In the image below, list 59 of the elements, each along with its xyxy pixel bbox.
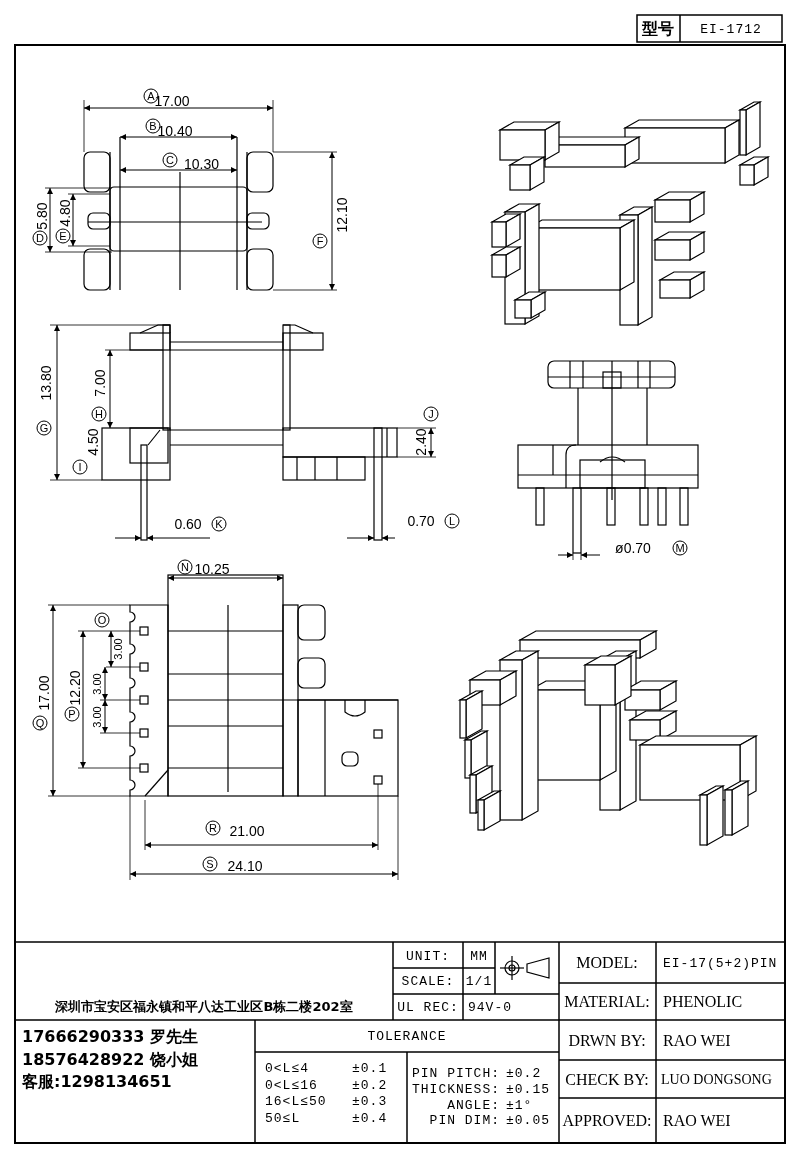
tolerance-value: ±0.2: [352, 1077, 388, 1093]
title-block-value: LUO DONGSONG: [661, 1072, 772, 1088]
dimension-value: 10.25: [194, 561, 230, 577]
title-block-label: 型号: [642, 18, 674, 40]
title-block-label: DRWN BY:: [568, 1032, 646, 1050]
dimension-value: 17.00: [154, 93, 190, 109]
tolerance-range: ANGLE:: [447, 1097, 500, 1113]
dimension-value: 24.10: [227, 858, 263, 874]
title-block-value: EI-17(5+2)PIN: [663, 955, 778, 971]
dimension-value: ø0.70: [615, 540, 651, 556]
tolerance-range: 16<L≤50: [265, 1093, 327, 1109]
dimension-value: 0.70: [407, 513, 435, 529]
dimension-value: 12.20: [67, 670, 83, 706]
tolerance-value: ±1°: [506, 1097, 533, 1113]
title-block-label: APPROVED:: [562, 1112, 652, 1130]
dimension-value: 0.60: [174, 516, 202, 532]
title-block-label: UL REC:: [397, 999, 459, 1015]
dimension-value: 4.80: [57, 199, 73, 227]
dimension-value: 3.00: [112, 638, 124, 660]
dimension-value: 3.00: [91, 706, 103, 728]
dimension-value: 21.00: [229, 823, 265, 839]
tolerance-range: PIN DIM:: [429, 1112, 500, 1128]
title-block-value: 94V-0: [468, 999, 512, 1015]
title-block-value: 1/1: [465, 973, 493, 989]
company-address: 深圳市宝安区福永镇和平八达工业区B栋二楼202室: [55, 998, 353, 1016]
tolerance-value: ±0.1: [352, 1060, 388, 1076]
tolerance-range: 0<L≤16: [265, 1077, 318, 1093]
tolerance-range: 0<L≤4: [265, 1060, 309, 1076]
title-block-label: MODEL:: [576, 954, 638, 972]
dimension-value: 2.40: [413, 428, 429, 456]
dimension-value: 17.00: [36, 675, 52, 711]
tolerance-value: ±0.3: [352, 1093, 388, 1109]
title-block-value: PHENOLIC: [663, 993, 743, 1011]
contact-line: 客服:1298134651: [22, 1071, 172, 1093]
title-block-value: RAO WEI: [663, 1112, 731, 1130]
title-block-label: CHECK BY:: [565, 1071, 649, 1089]
tolerance-value: ±0.05: [506, 1112, 550, 1128]
contact-line: 18576428922 饶小姐: [22, 1049, 199, 1071]
title-block-value: RAO WEI: [663, 1032, 731, 1050]
dimension-value: 12.10: [334, 197, 350, 233]
tolerance-value: ±0.2: [506, 1065, 542, 1081]
dimension-value: 7.00: [92, 369, 108, 397]
title-block-value: MM: [470, 948, 488, 964]
dimension-value: 5.80: [34, 202, 50, 230]
contact-line: 17666290333 罗先生: [22, 1026, 199, 1048]
tolerance-value: ±0.4: [352, 1110, 388, 1126]
tolerance-range: 50≤L: [265, 1110, 301, 1126]
title-block-value: EI-1712: [700, 21, 762, 37]
title-block-label: SCALE:: [401, 973, 455, 989]
title-block-label: MATERIAL:: [564, 993, 650, 1011]
dimension-value: 3.00: [91, 673, 103, 695]
dimension-value: 4.50: [85, 428, 101, 456]
tolerance-value: ±0.15: [506, 1081, 550, 1097]
tolerance-heading: TOLERANCE: [367, 1028, 447, 1044]
title-block-label: UNIT:: [406, 948, 450, 964]
tolerance-range: PIN PITCH:: [412, 1065, 500, 1081]
dimension-value: 10.30: [184, 156, 220, 172]
tolerance-range: THICKNESS:: [412, 1081, 500, 1097]
dimension-value: 13.80: [38, 365, 54, 401]
